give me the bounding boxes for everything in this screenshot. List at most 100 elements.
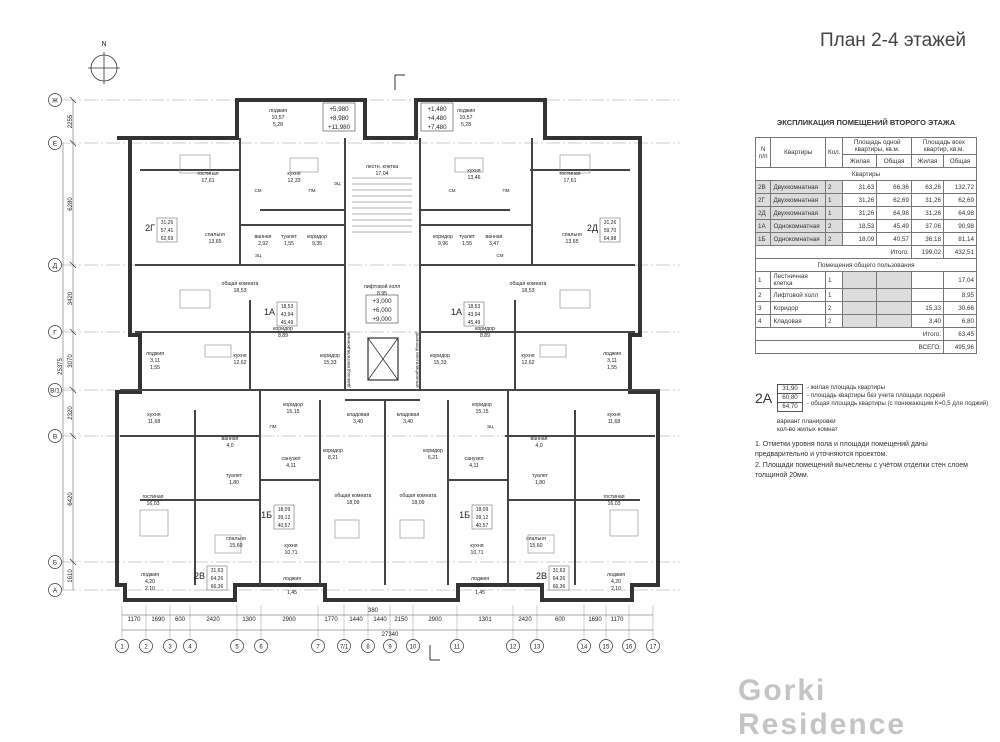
grid-bubble (646, 639, 660, 653)
table-cell: 18,53 (842, 219, 878, 233)
level-mark: +9,000 (372, 316, 392, 323)
dimension-text: 1440 (373, 617, 387, 623)
legend-rooms-count: кол-во жилых комнат (777, 426, 838, 433)
room-area: 12,62 (522, 360, 535, 366)
total-label: Итого: (755, 245, 912, 259)
apartment-id: 1А (264, 307, 275, 317)
total-label: ВСЕГО: (755, 340, 944, 354)
dimension-text: 2420 (206, 617, 220, 623)
apartment-area: 62,69 (161, 236, 174, 242)
level-mark: +1,480 (427, 106, 447, 113)
table-cell: 31,26 (910, 206, 945, 220)
table-cell: 62,69 (876, 193, 912, 207)
room-name: коридор (430, 353, 450, 359)
room-area: 1,55 (284, 241, 294, 247)
table-cell: 66,36 (876, 180, 912, 194)
apartment-area: 57,41 (161, 228, 174, 234)
room-area: 10,71 (471, 550, 484, 556)
grid-col-label: 4 (188, 645, 192, 651)
total-label: Итого: (755, 327, 944, 341)
apartment-id: 2Г (145, 223, 155, 233)
dimension-text: 1170 (611, 617, 625, 623)
room-area: 3,40 (353, 419, 363, 425)
grid-col-label: 16 (626, 645, 633, 651)
room-area: 3,40 (403, 419, 413, 425)
elevator-shaft (367, 337, 399, 381)
room-area: 17,61 (564, 178, 577, 184)
furniture (609, 509, 639, 537)
table-cell: 2 (824, 314, 844, 328)
grid-bubble (139, 639, 153, 653)
header-area-all: Площадь всех квартир, кв.м. (910, 137, 978, 155)
grid-bubble (622, 639, 636, 653)
grid-bubble (48, 325, 62, 339)
legend-label: - площадь квартиры без учета площади лод… (807, 392, 946, 399)
furniture (334, 519, 360, 539)
level-box (365, 294, 399, 324)
header-apt: Квартиры (770, 137, 826, 168)
grid-bubble (48, 93, 62, 107)
room-name: лоджия (471, 576, 489, 582)
equipment-mark: СМ (255, 188, 262, 193)
grid-row-label: В/1 (50, 387, 60, 394)
grid-bubble (183, 639, 197, 653)
room-area: 2,10 (145, 586, 155, 592)
apartment-id: 1А (451, 307, 462, 317)
room-name: ванная (221, 436, 238, 442)
room-name: лоджия (269, 108, 287, 114)
dimension-tick (69, 139, 77, 147)
legend-apt: 2А (755, 390, 773, 406)
table-cell: 64,98 (943, 206, 977, 220)
table-cell: 2В (754, 180, 772, 194)
grid-bubble (115, 639, 129, 653)
room-area: 3,11 (150, 358, 160, 364)
room-area: 4,0 (535, 443, 542, 449)
room-name: туалет (226, 473, 243, 479)
apartment-box (599, 217, 621, 243)
table-cell (910, 271, 945, 289)
grid-row-label: В (53, 433, 57, 440)
dimension-text: 6280 (68, 197, 74, 211)
room-name: кухня (521, 353, 534, 359)
furniture (179, 289, 211, 309)
dimension-tick (69, 386, 77, 394)
room-area: 1,80 (535, 480, 545, 486)
dimension-text: 2255 (68, 114, 74, 128)
room-name: санузел (282, 456, 301, 462)
equipment-mark: ЭЦ (487, 424, 494, 429)
dimension-tick (69, 96, 77, 104)
level-mark: +3,000 (372, 298, 392, 305)
level-mark: +7,480 (427, 124, 447, 131)
table-cell: 15,33 (910, 301, 945, 315)
apartment-box (276, 301, 298, 327)
grid-bubble (383, 639, 397, 653)
table-cell (876, 288, 912, 302)
table-cell (842, 271, 878, 289)
equipment-mark: СМ (497, 253, 504, 258)
room-name: коридор (307, 234, 327, 240)
furniture (454, 157, 484, 173)
grid-bubble (599, 639, 613, 653)
table-cell: 64,98 (876, 206, 912, 220)
apartment-area: 59,70 (604, 228, 617, 234)
table-cell: 4 (754, 314, 772, 328)
table-cell: 90,98 (943, 219, 977, 233)
apartment-area: 18,53 (281, 304, 294, 310)
apartment-area: 31,63 (553, 568, 566, 574)
grid-col-label: 5 (235, 645, 239, 651)
apartment-area: 40,57 (278, 523, 291, 529)
room-area: 16,03 (147, 501, 160, 507)
room-name: кухня (287, 171, 300, 177)
room-name: спальня (205, 232, 225, 238)
room-name: ванная (254, 234, 271, 240)
furniture (289, 157, 319, 173)
table-cell (876, 271, 912, 289)
table-cell: 31,26 (910, 193, 945, 207)
room-area: 11,68 (608, 419, 621, 425)
room-area: 13,46 (468, 175, 481, 181)
room-name: ванная (485, 234, 502, 240)
